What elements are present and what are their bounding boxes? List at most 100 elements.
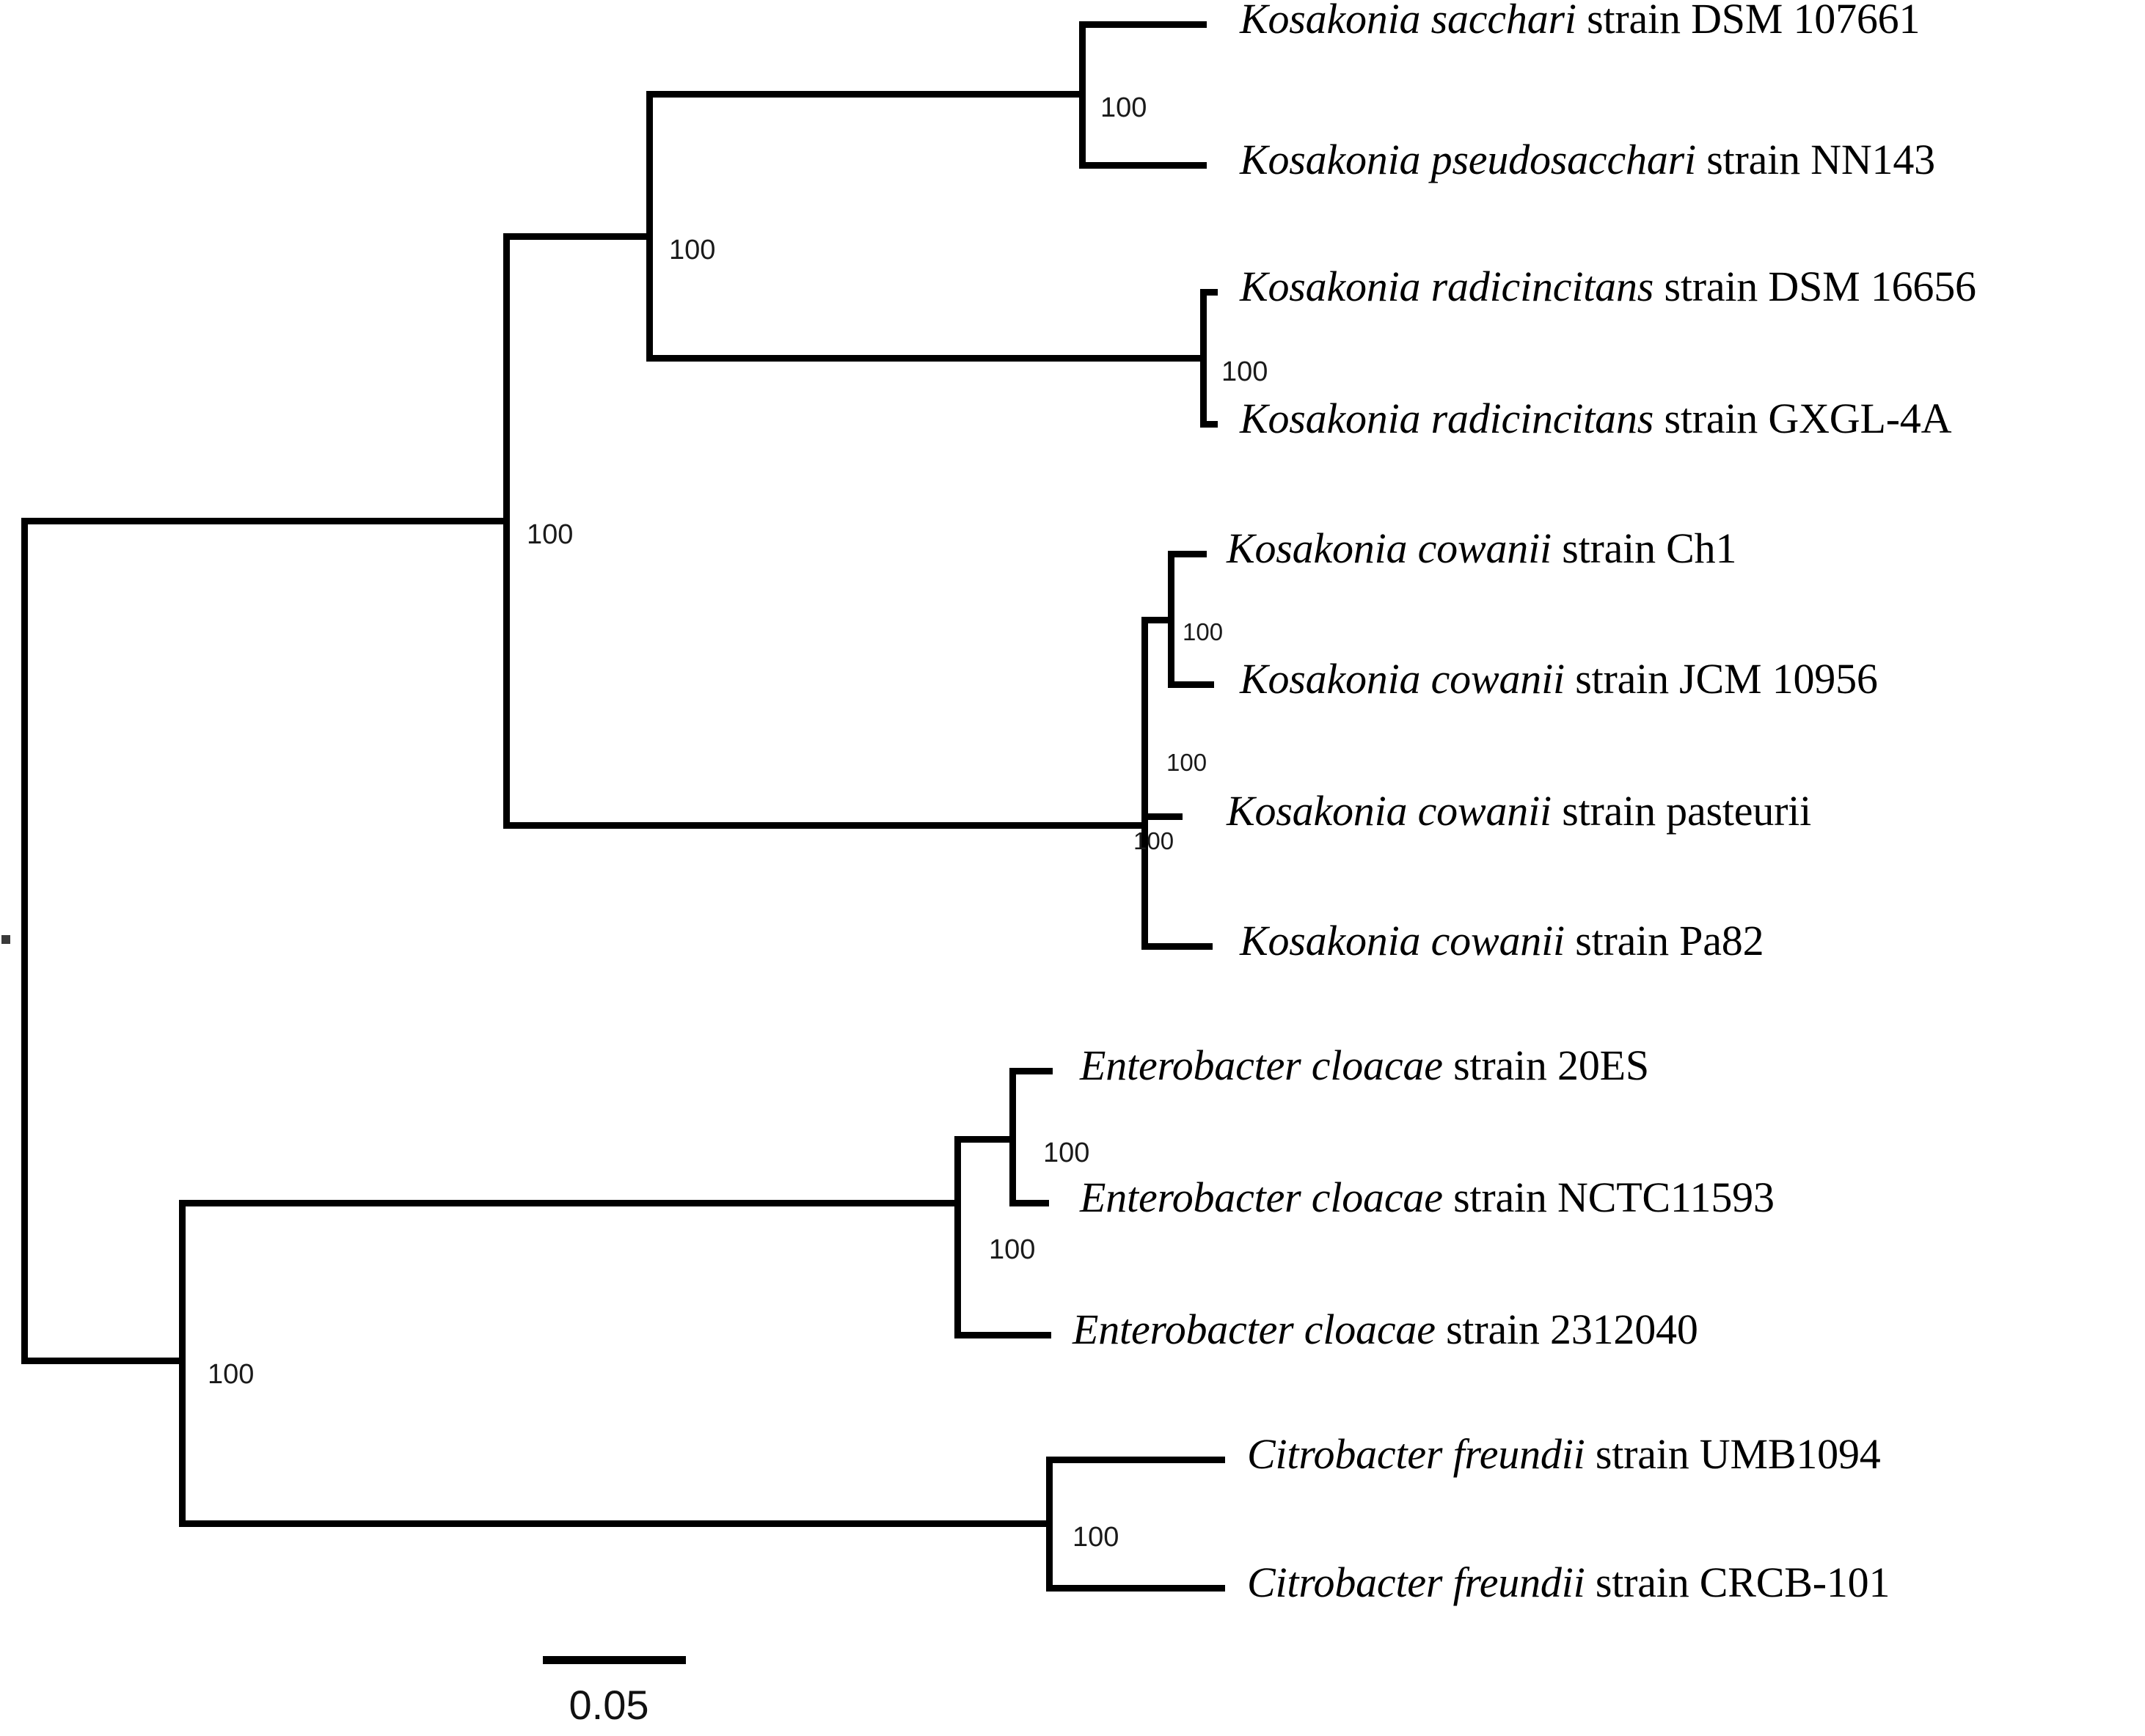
- bootstrap-b_freundii: 100: [1072, 1522, 1119, 1553]
- branch-h_tip_2312040: [954, 1332, 1051, 1338]
- tip-cap-h_tip_20es: [1046, 1068, 1053, 1074]
- branch-v_kosakonia: [503, 233, 510, 829]
- taxon-label-t8: Kosakonia cowanii strain Pa82: [1240, 920, 1764, 962]
- tip-cap-h_cow_pa82: [1206, 943, 1213, 950]
- taxon-strain: strain DSM 107661: [1587, 0, 1921, 43]
- taxon-label-t7: Kosakonia cowanii strain pasteurii: [1227, 790, 1811, 832]
- tip-cap-h_cow_c: [1207, 681, 1214, 688]
- taxon-genus: Enterobacter: [1080, 1041, 1301, 1089]
- branch-v_ent_cit: [179, 1200, 186, 1527]
- branch-v_kos_upper: [646, 91, 653, 362]
- taxon-genus: Kosakonia: [1240, 136, 1421, 183]
- taxon-species: freundii: [1452, 1430, 1585, 1478]
- taxon-genus: Kosakonia: [1240, 0, 1421, 43]
- taxon-species: radicincitans: [1430, 395, 1654, 442]
- taxon-label-t3: Kosakonia radicincitans strain DSM 16656: [1240, 265, 1976, 308]
- taxon-strain: strain GXGL-4A: [1664, 395, 1952, 442]
- branch-h_radic_node: [646, 355, 1207, 362]
- scale-bar: [543, 1656, 686, 1664]
- bootstrap-b_radicincitans: 100: [1221, 356, 1268, 387]
- branch-h_cow_a: [1141, 617, 1174, 623]
- branch-h_sacc_node: [646, 91, 1086, 98]
- taxon-label-t2: Kosakonia pseudosacchari strain NN143: [1240, 139, 1935, 181]
- branch-v_ent_pair: [1009, 1068, 1016, 1206]
- tip-cap-h_tip_nctc: [1042, 1200, 1049, 1206]
- tip-cap-h_tip_sacchari: [1200, 21, 1207, 28]
- tip-cap-h_tip_2312040: [1045, 1332, 1051, 1338]
- branch-h_root_top: [21, 518, 510, 524]
- bootstrap-b_cloacae_pair: 100: [1043, 1138, 1090, 1168]
- tip-cap-h_tip_radic2: [1211, 421, 1218, 428]
- branch-v_sacc_pair: [1079, 21, 1086, 169]
- taxon-genus: Kosakonia: [1240, 655, 1421, 703]
- taxon-species: cowanii: [1417, 787, 1552, 835]
- branch-h_root_bottom: [21, 1358, 186, 1364]
- branch-h_ent_pair: [954, 1136, 1016, 1143]
- taxon-strain: strain JCM 10956: [1575, 655, 1878, 703]
- taxon-genus: Kosakonia: [1240, 395, 1421, 442]
- bootstrap-b_cowanii_node: 100: [1133, 827, 1174, 854]
- branch-h_cow_b: [1168, 551, 1207, 557]
- tip-cap-h_tip_pseudo: [1200, 162, 1207, 169]
- taxon-label-t5: Kosakonia cowanii strain Ch1: [1227, 527, 1736, 570]
- taxon-strain: strain pasteurii: [1562, 787, 1812, 835]
- taxon-species: sacchari: [1430, 0, 1576, 43]
- branch-v_ent_clade: [954, 1136, 961, 1338]
- taxon-species: pseudosacchari: [1430, 136, 1696, 183]
- bootstrap-b_kosakonia_upper: 100: [669, 235, 716, 265]
- taxon-label-t11: Enterobacter cloacae strain 2312040: [1072, 1308, 1698, 1351]
- taxon-strain: strain UMB1094: [1595, 1430, 1881, 1478]
- taxon-species: cloacae: [1311, 1173, 1443, 1221]
- taxon-genus: Kosakonia: [1240, 263, 1421, 310]
- taxon-strain: strain NCTC11593: [1453, 1173, 1775, 1221]
- branch-v_cowanii: [1141, 617, 1148, 950]
- tip-cap-h_tip_umb: [1218, 1457, 1225, 1463]
- root-node-marker: [1, 935, 10, 944]
- taxon-label-t9: Enterobacter cloacae strain 20ES: [1080, 1044, 1649, 1087]
- branch-h_ent_node: [179, 1200, 961, 1206]
- taxon-label-t1: Kosakonia sacchari strain DSM 107661: [1240, 0, 1920, 40]
- taxon-strain: strain NN143: [1706, 136, 1935, 183]
- tip-cap-h_cow_past: [1176, 813, 1183, 820]
- taxon-label-t13: Citrobacter freundii strain CRCB-101: [1247, 1561, 1890, 1604]
- taxon-label-t6: Kosakonia cowanii strain JCM 10956: [1240, 658, 1878, 700]
- taxon-strain: strain CRCB-101: [1595, 1559, 1890, 1606]
- taxon-label-t10: Enterobacter cloacae strain NCTC11593: [1080, 1176, 1775, 1219]
- tip-cap-h_cow_b: [1200, 551, 1207, 557]
- taxon-genus: Kosakonia: [1227, 524, 1408, 572]
- taxon-genus: Citrobacter: [1247, 1559, 1443, 1606]
- branch-v_cit_pair: [1046, 1457, 1053, 1592]
- taxon-label-t12: Citrobacter freundii strain UMB1094: [1247, 1433, 1881, 1476]
- taxon-genus: Enterobacter: [1080, 1173, 1301, 1221]
- tip-cap-h_tip_radic1: [1211, 289, 1218, 296]
- taxon-genus: Citrobacter: [1247, 1430, 1443, 1478]
- taxon-strain: strain 2312040: [1446, 1305, 1698, 1353]
- taxon-genus: Kosakonia: [1227, 787, 1408, 835]
- branch-h_tip_20es: [1009, 1068, 1053, 1074]
- branch-h_cow_past: [1141, 813, 1183, 820]
- branch-h_kos_cowanii: [503, 822, 1148, 829]
- tip-cap-h_tip_crcb: [1218, 1585, 1225, 1592]
- bootstrap-b_cowanii_ch1_jcm: 100: [1183, 618, 1224, 645]
- branch-v_cow_ch_jcm: [1168, 551, 1174, 688]
- scale-bar-label: 0.05: [569, 1682, 649, 1728]
- branch-h_tip_sacchari: [1079, 21, 1207, 28]
- taxon-strain: strain 20ES: [1453, 1041, 1649, 1089]
- taxon-genus: Kosakonia: [1240, 917, 1421, 964]
- taxon-species: cowanii: [1430, 655, 1565, 703]
- taxon-strain: strain DSM 16656: [1664, 263, 1976, 310]
- branch-h_cow_pa82: [1141, 943, 1213, 950]
- branch-h_tip_pseudo: [1079, 162, 1207, 169]
- branch-h_tip_umb: [1046, 1457, 1225, 1463]
- branch-h_kos_upper: [503, 233, 653, 240]
- bootstrap-b_cloacae_clade: 100: [989, 1234, 1036, 1265]
- branch-h_tip_radic2: [1200, 421, 1218, 428]
- taxon-label-t4: Kosakonia radicincitans strain GXGL-4A: [1240, 398, 1951, 440]
- taxon-species: cowanii: [1430, 917, 1565, 964]
- bootstrap-b_kosakonia_root: 100: [527, 519, 574, 550]
- bootstrap-b_sacchari_pseudo: 100: [1100, 92, 1147, 123]
- branch-v_root: [21, 518, 28, 1364]
- taxon-genus: Enterobacter: [1072, 1305, 1294, 1353]
- branch-h_tip_nctc: [1009, 1200, 1049, 1206]
